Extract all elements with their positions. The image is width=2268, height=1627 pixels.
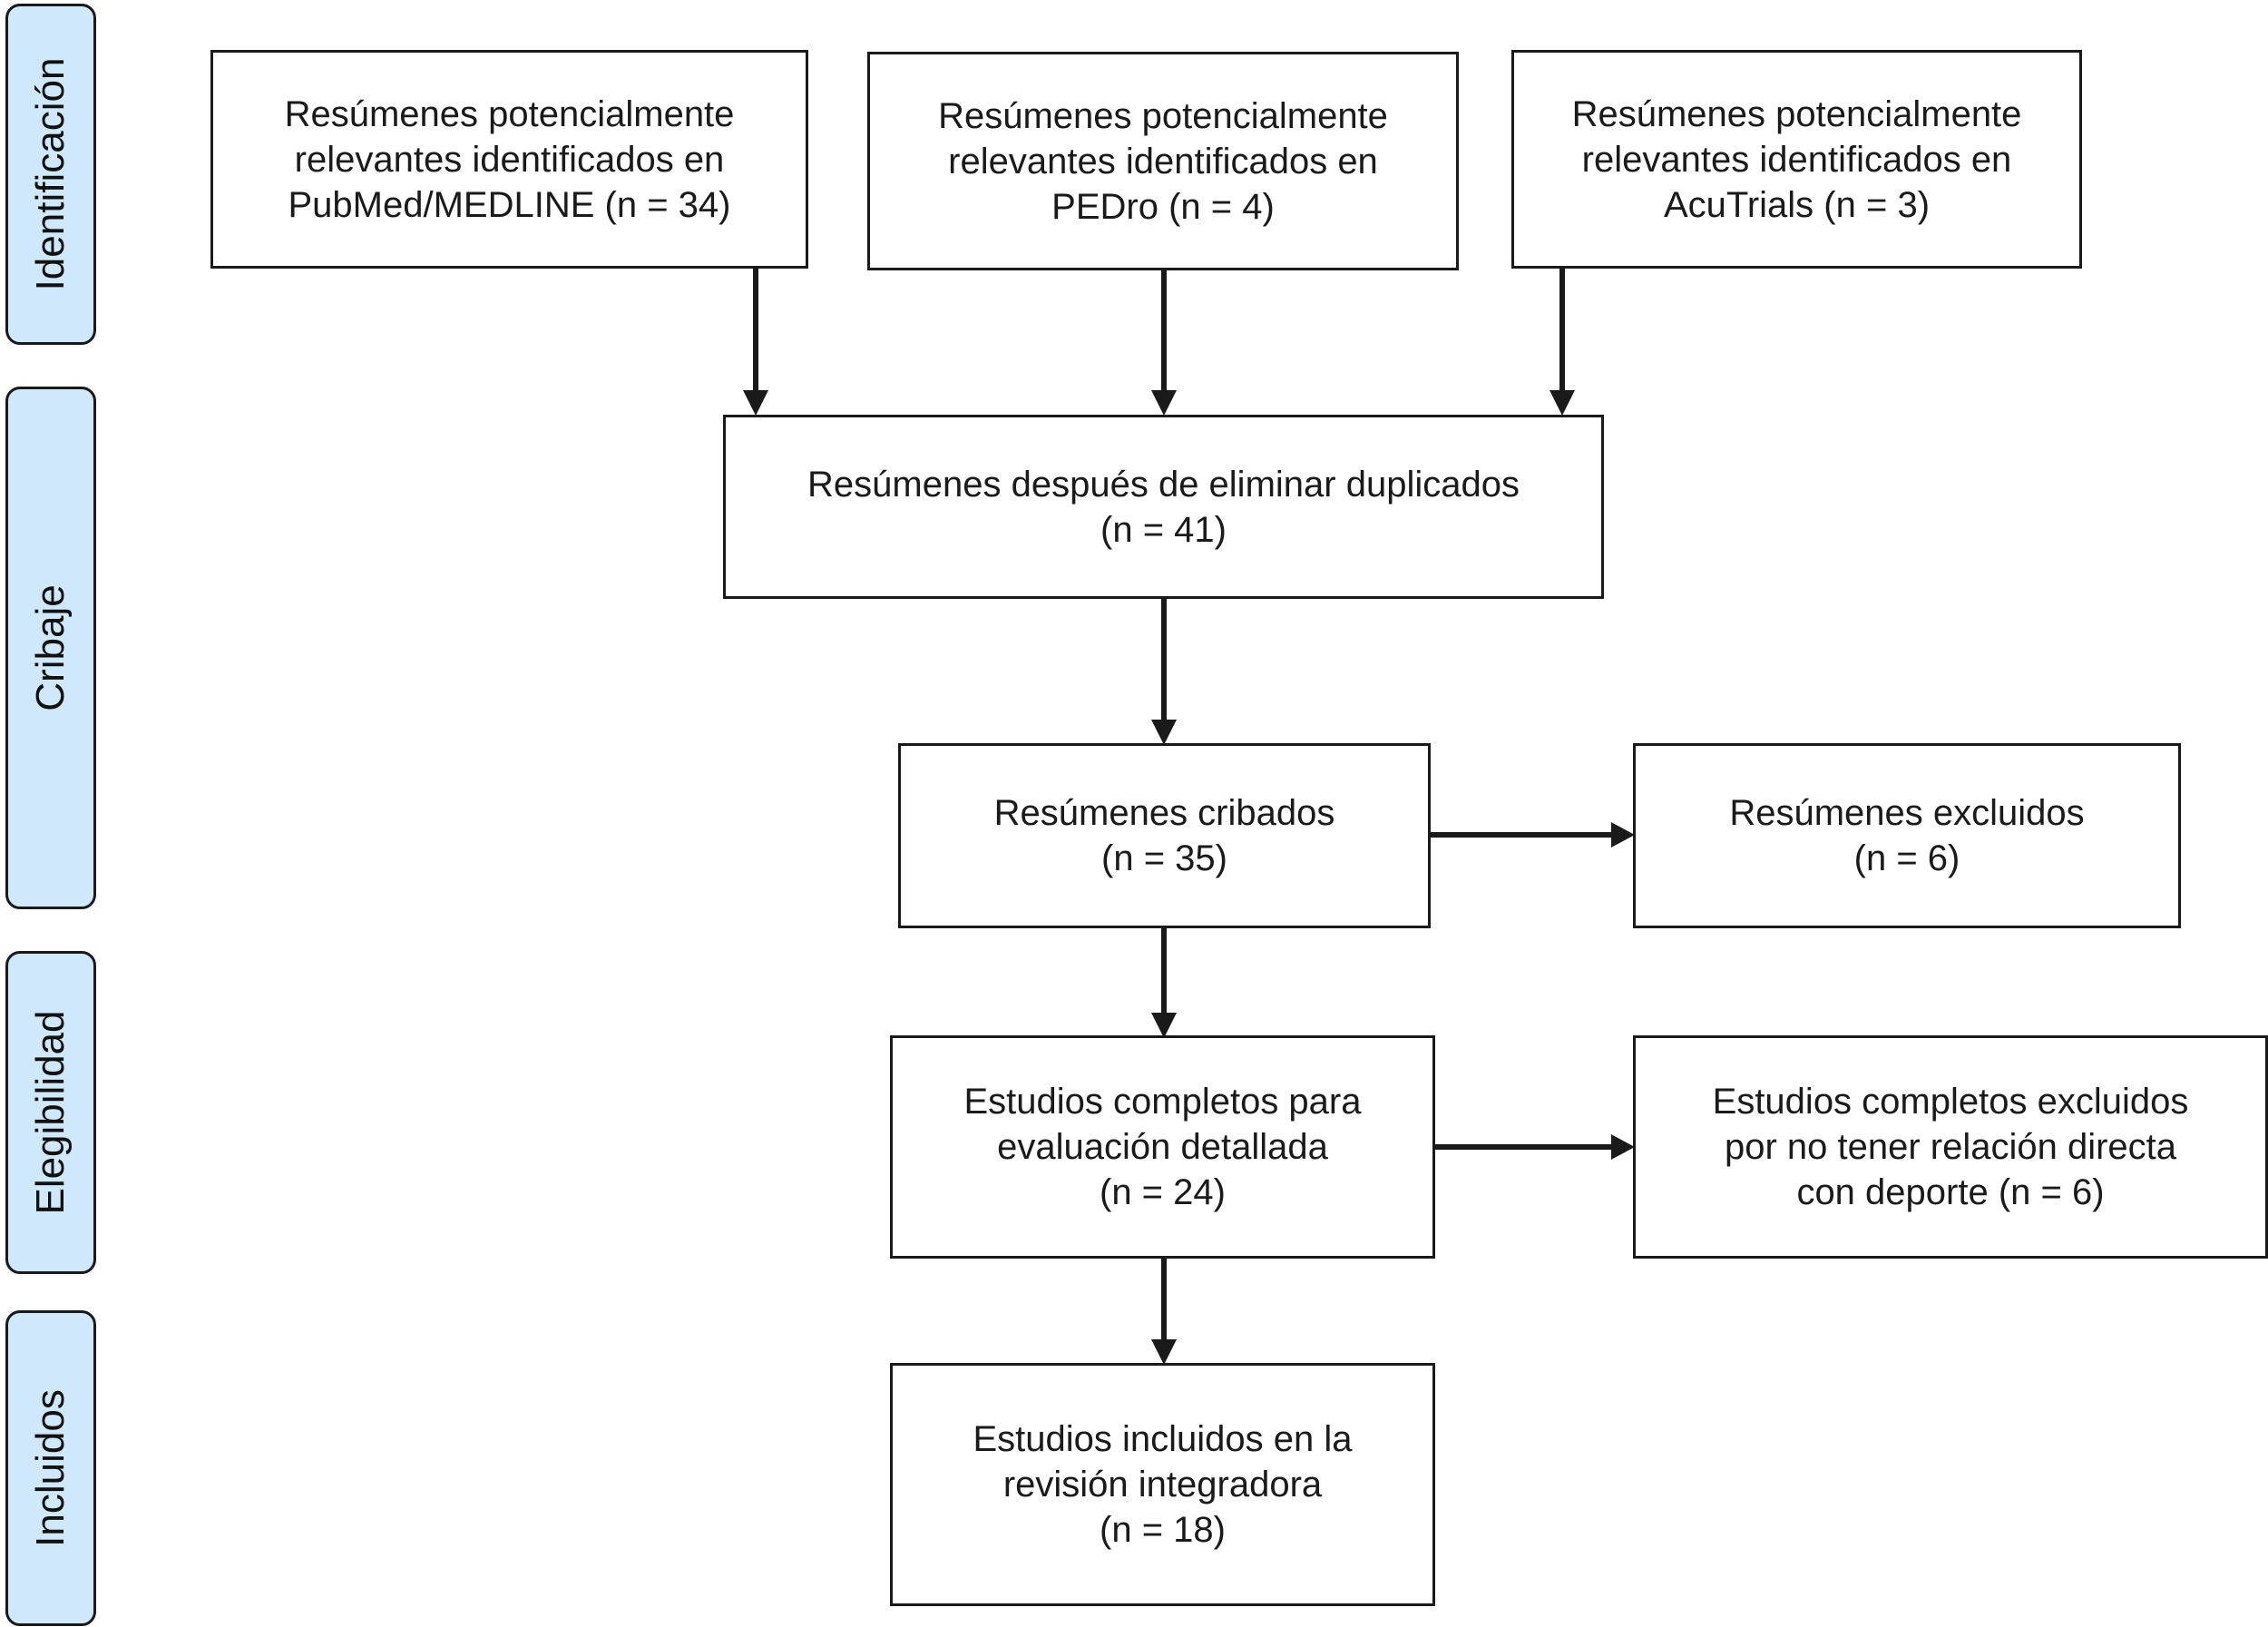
arrowhead-excluidos [1611, 822, 1635, 848]
phase-cribaje-label: Cribaje [28, 584, 73, 711]
box-acutrials-text: Resúmenes potencialmente relevantes iden… [1571, 93, 2022, 225]
phase-identificacion-label: Identificación [28, 57, 73, 291]
box-completos-excluidos: Estudios completos excluidos por no tene… [1633, 1035, 2268, 1259]
arrowhead-dedup [1151, 720, 1177, 745]
box-sin-duplicados-text: Resúmenes después de eliminar duplicados… [807, 464, 1520, 550]
box-incluidos-text: Estudios incluidos en la revisión integr… [973, 1419, 1353, 1550]
box-pedro: Resúmenes potencialmente relevantes iden… [867, 52, 1459, 270]
box-incluidos: Estudios incluidos en la revisión integr… [890, 1363, 1435, 1606]
box-pedro-text: Resúmenes potencialmente relevantes iden… [938, 95, 1388, 227]
arrowhead-pubmed [743, 390, 768, 416]
phase-identificacion: Identificación [5, 4, 96, 345]
arrowhead-pedro [1151, 390, 1177, 416]
box-completos: Estudios completos para evaluación detal… [890, 1035, 1435, 1259]
box-completos-text: Estudios completos para evaluación detal… [963, 1082, 1362, 1212]
box-cribados-text: Resúmenes cribados (n = 35) [993, 793, 1335, 878]
box-pubmed-text: Resúmenes potencialmente relevantes iden… [284, 93, 735, 225]
phase-elegibilidad-label: Elegibilidad [28, 1010, 73, 1215]
box-sin-duplicados: Resúmenes después de eliminar duplicados… [723, 415, 1604, 599]
box-cribados: Resúmenes cribados (n = 35) [898, 743, 1431, 928]
arrowhead-completos-excluidos [1611, 1134, 1635, 1160]
box-excluidos: Resúmenes excluidos (n = 6) [1633, 743, 2181, 928]
phase-incluidos-label: Incluidos [28, 1389, 73, 1547]
phase-cribaje: Cribaje [5, 387, 96, 909]
box-excluidos-text: Resúmenes excluidos (n = 6) [1729, 793, 2085, 878]
arrowhead-acutrials [1549, 390, 1575, 416]
box-pubmed: Resúmenes potencialmente relevantes iden… [210, 50, 808, 269]
phase-elegibilidad: Elegibilidad [5, 951, 96, 1274]
phase-incluidos: Incluidos [5, 1310, 96, 1626]
box-acutrials: Resúmenes potencialmente relevantes iden… [1511, 50, 2082, 269]
arrowhead-cribados [1151, 1013, 1177, 1038]
box-completos-excluidos-text: Estudios completos excluidos por no tene… [1712, 1082, 2189, 1212]
arrowhead-incluidos [1151, 1339, 1177, 1365]
